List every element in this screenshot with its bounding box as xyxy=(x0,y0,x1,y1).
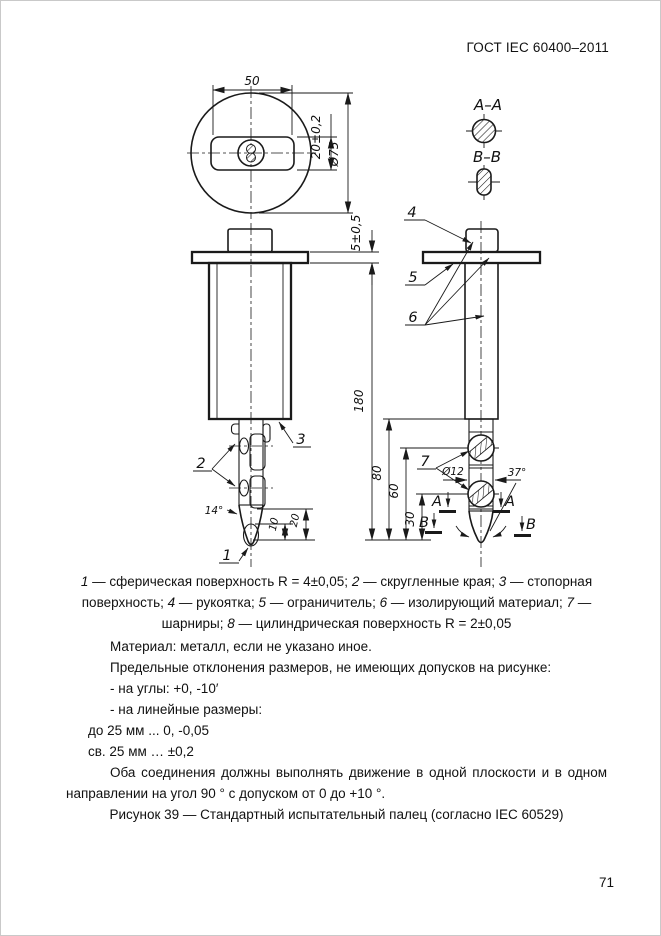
section-bb-label: B–B xyxy=(473,148,501,166)
legend-text: — стопорная поверхность; xyxy=(81,574,593,610)
callout-6: 6 xyxy=(408,310,417,326)
figure-text-block: 1 — сферическая поверхность R = 4±0,05; … xyxy=(66,571,607,825)
dim-taper-angle: 14° xyxy=(205,505,224,517)
dimension-column: 5±0,5 180 80 60 30 xyxy=(310,215,467,541)
figure-legend: 1 — сферическая поверхность R = 4±0,05; … xyxy=(66,571,607,634)
cylinder-body xyxy=(207,261,293,421)
dim-tip20: 20 xyxy=(288,512,303,528)
dim-finger-diameter: Ø12 xyxy=(441,466,464,478)
legend-num: 1 xyxy=(80,574,89,589)
svg-text:A: A xyxy=(504,494,515,510)
section-aa-label: A–A xyxy=(473,96,502,114)
dim-80: 80 xyxy=(370,465,384,481)
svg-text:B: B xyxy=(526,517,536,533)
legend-text: — сферическая поверхность R = 4±0,05; xyxy=(88,574,352,589)
notes: Материал: металл, если не указано иное. … xyxy=(66,636,607,804)
note-upto25: до 25 мм ... 0, -0,05 xyxy=(88,723,209,738)
note-joints: Оба соединения должны выполнять движение… xyxy=(66,765,607,801)
dim-diameter: Ø75 xyxy=(327,142,341,168)
section-aa-cut xyxy=(471,118,497,144)
handle-side xyxy=(465,228,499,253)
callout-5: 5 xyxy=(408,270,417,286)
page-number: 71 xyxy=(598,875,614,890)
legend-text: — цилиндрическая поверхность R = 2±0,05 xyxy=(234,616,512,631)
section-views: A–A B–B xyxy=(466,96,502,200)
dim-30: 30 xyxy=(403,511,417,527)
legend-num: 3 xyxy=(498,574,507,589)
legend-text: — рукоятка; xyxy=(175,595,259,610)
callout-7: 7 xyxy=(420,454,430,470)
dim-tip10: 10 xyxy=(267,516,282,532)
finger-tip-front xyxy=(238,504,264,546)
legend-num: 6 xyxy=(379,595,388,610)
handle-front xyxy=(227,228,273,253)
legend-num: 4 xyxy=(167,595,176,610)
note-over25: св. 25 мм … ±0,2 xyxy=(88,744,194,759)
callout-4: 4 xyxy=(407,205,416,221)
figure-caption: Рисунок 39 — Стандартный испытательный п… xyxy=(109,807,564,822)
svg-text:A: A xyxy=(431,494,442,510)
front-view: 14° 10 20 1 2 3 xyxy=(190,223,315,567)
note-deviations: Предельные отклонения размеров, не имеющ… xyxy=(110,660,552,675)
dim-60: 60 xyxy=(387,483,401,499)
legend-text: — шарниры; xyxy=(161,595,592,631)
legend-num: 5 xyxy=(258,595,267,610)
knuckle-sleeve-2 xyxy=(249,475,266,509)
shaft-side xyxy=(464,262,499,420)
legend-text: — скругленные края; xyxy=(359,574,499,589)
knuckle-sleeve-1 xyxy=(249,433,266,471)
note-material: Материал: металл, если не указано иное. xyxy=(110,639,372,654)
callout-3: 3 xyxy=(296,432,305,448)
legend-num: 2 xyxy=(351,574,360,589)
page-header: ГОСТ IEC 60400–2011 xyxy=(466,40,609,55)
top-view: 50 20±0,2 Ø75 xyxy=(187,74,353,219)
legend-num: 8 xyxy=(227,616,235,631)
side-view: Ø12 37° A A B B 4 5 xyxy=(404,205,542,567)
section-bb-cut xyxy=(476,168,492,196)
callout-2: 2 xyxy=(196,456,205,472)
dim-flange-thickness: 5±0,5 xyxy=(349,215,363,252)
dim-total-length: 180 xyxy=(352,389,366,412)
dim-top-width: 50 xyxy=(244,74,260,88)
note-angles: - на углы: +0, -10′ xyxy=(110,681,219,696)
note-linear: - на линейные размеры: xyxy=(110,702,263,717)
dim-tip-angle: 37° xyxy=(508,467,527,479)
dim-slot-height: 20±0,2 xyxy=(309,115,323,159)
callout-1: 1 xyxy=(222,548,231,564)
guard-flange-front xyxy=(190,250,310,265)
figure-drawing: 50 20±0,2 Ø75 A–A B–B xyxy=(187,74,542,567)
svg-text:B: B xyxy=(419,515,429,531)
pin-end-hatch xyxy=(246,144,256,154)
finger-tip-side xyxy=(468,510,494,544)
legend-num: 7 xyxy=(566,595,574,610)
legend-text: — изолирующий материал; xyxy=(387,595,567,610)
guard-flange-side xyxy=(421,250,542,265)
legend-text: — ограничитель; xyxy=(266,595,380,610)
